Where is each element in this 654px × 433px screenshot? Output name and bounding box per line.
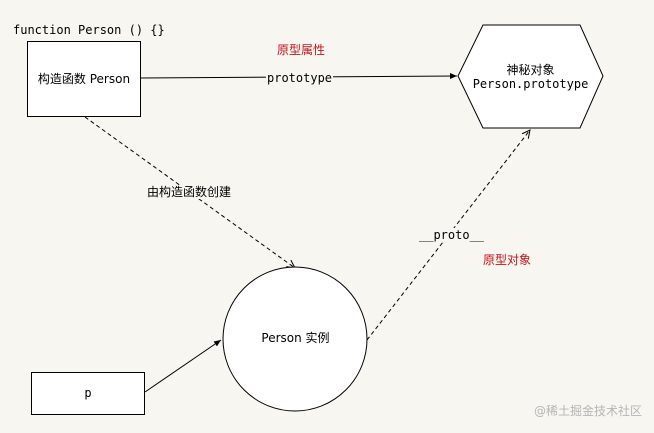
created-by-label: 由构造函数创建 (146, 185, 233, 199)
prototype-hexagon (457, 24, 604, 129)
proto-edge-annotation: 原型对象 (483, 253, 532, 267)
constructor-text: 构造函数 Person (37, 72, 131, 86)
instance-label: Person 实例 (261, 331, 330, 345)
prototype-node-label: 神秘对象 Person.prototype (458, 63, 603, 91)
code-label: function Person () {} (13, 23, 165, 37)
variable-box (31, 372, 145, 415)
variable-label: p (84, 386, 92, 400)
proto-arrow (366, 130, 530, 341)
constructor-box (27, 41, 141, 117)
instance-circle (222, 266, 368, 412)
proto-edge-label: __proto__ (418, 228, 486, 242)
prototype-node-line2: Person.prototype (472, 77, 589, 91)
prototype-node-line1: 神秘对象 (506, 63, 555, 77)
watermark: @稀土掘金技术社区 (533, 404, 642, 418)
constructor-label: 构造函数 Person (28, 72, 140, 86)
prototype-edge-annotation: 原型属性 (277, 43, 326, 57)
reference-arrow (144, 339, 222, 393)
prototype-edge-label: prototype (266, 71, 334, 85)
